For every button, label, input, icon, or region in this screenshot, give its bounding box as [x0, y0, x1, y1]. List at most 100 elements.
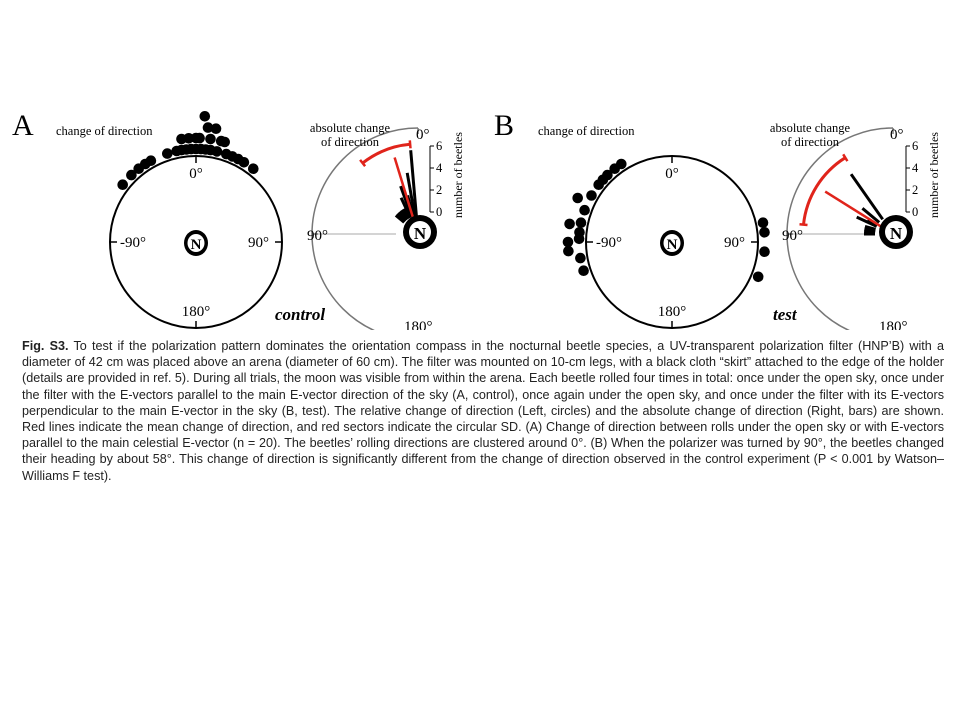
tick-label-180: 180°: [182, 304, 211, 320]
data-point: [575, 252, 586, 264]
y-axis-label: number of beetles: [927, 132, 941, 218]
tick-label-pos90: 90°: [724, 235, 745, 251]
circle-plot-title: change of direction: [538, 124, 635, 138]
bar: [409, 150, 418, 217]
panel-letter: A: [12, 109, 34, 142]
data-point: [190, 132, 202, 144]
y-axis-label: number of beetles: [451, 132, 465, 218]
data-point: [609, 163, 620, 174]
circular-plot-b: 0° 180° -90° 90° N: [562, 155, 770, 329]
data-point: [202, 122, 214, 133]
data-point: [573, 233, 585, 245]
data-point: [578, 265, 589, 277]
y-tick-label: 4: [912, 161, 919, 175]
caption-label: Fig. S3.: [22, 339, 69, 353]
beetle-letter: N: [667, 237, 678, 253]
half-tick-label-180: 180°: [879, 319, 908, 330]
half-circle-plot-b: 0° 90° 180° absolute change of direction…: [770, 121, 941, 330]
data-point: [117, 179, 128, 190]
data-point: [572, 192, 583, 204]
bar: [864, 227, 876, 233]
data-point: [757, 217, 769, 228]
bar: [399, 185, 414, 218]
data-point: [579, 204, 590, 216]
data-point: [126, 169, 137, 181]
bar: [396, 212, 407, 223]
data-point: [162, 148, 173, 159]
sd-sector-arc: [361, 142, 411, 165]
y-tick-label: 0: [436, 205, 442, 219]
condition-label: test: [773, 305, 798, 324]
data-points: [117, 111, 259, 190]
data-point: [564, 218, 575, 230]
y-tick-label: 6: [912, 139, 918, 153]
data-point: [145, 155, 157, 166]
data-point: [759, 246, 770, 257]
half-tick-label-90: 90°: [307, 228, 328, 244]
data-point: [210, 123, 222, 134]
half-tick-label-90: 90°: [782, 228, 803, 244]
figure: A change of direction 0° 180° -90° 90° N…: [12, 109, 941, 330]
y-tick-label: 2: [912, 183, 918, 197]
half-circle-plot-a: 0° 90° 180° absolute change of direction…: [307, 121, 465, 330]
data-point: [563, 245, 574, 257]
data-point: [593, 179, 604, 190]
data-points: [562, 158, 770, 283]
caption-text: To test if the polarization pattern domi…: [22, 339, 945, 483]
bar: [863, 230, 876, 234]
half-plot-title-line2: of direction: [781, 135, 840, 149]
bar: [405, 172, 417, 217]
bar: [402, 208, 411, 220]
tick-label-0: 0°: [665, 166, 679, 182]
beetle-icon: N: [184, 230, 208, 256]
beetle-icon: N: [879, 215, 913, 249]
beetle-icon: N: [660, 230, 684, 256]
panel-a: A change of direction 0° 180° -90° 90° N…: [12, 109, 465, 330]
data-point: [205, 133, 216, 145]
sd-sector-end: [408, 140, 412, 149]
data-point: [176, 133, 187, 145]
tick-label-neg90: -90°: [596, 235, 622, 251]
half-plot-title-line2: of direction: [321, 135, 380, 149]
tick-label-pos90: 90°: [248, 235, 269, 251]
y-tick-label: 4: [436, 161, 443, 175]
panel-b: B change of direction 0° 180° -90° 90° N…: [494, 109, 941, 330]
y-tick-label: 0: [912, 205, 918, 219]
bar: [398, 210, 408, 222]
tick-label-0: 0°: [189, 166, 203, 182]
figure-caption: Fig. S3. To test if the polarization pat…: [22, 338, 944, 484]
beetle-letter: N: [890, 224, 903, 243]
bar: [856, 215, 878, 228]
bar: [861, 207, 881, 224]
circle-plot-title: change of direction: [56, 124, 153, 138]
data-point: [248, 163, 259, 174]
bar: [400, 209, 409, 221]
sd-sector-end: [359, 159, 367, 167]
sd-sector-end: [799, 222, 808, 227]
circular-plot-a: 0° 180° -90° 90° N: [109, 111, 283, 329]
tick-label-180: 180°: [658, 304, 687, 320]
half-plot-title-line1: absolute change: [770, 121, 851, 135]
y-tick-label: 6: [436, 139, 442, 153]
data-point: [238, 157, 250, 168]
y-axis: 0 2 4 6 number of beetles: [429, 132, 465, 219]
beetle-letter: N: [191, 237, 202, 253]
bar: [399, 197, 412, 219]
half-plot-title-line1: absolute change: [310, 121, 391, 135]
bar: [849, 173, 884, 221]
bar: [394, 214, 406, 224]
y-tick-label: 2: [436, 183, 442, 197]
data-point: [211, 146, 223, 157]
sd-sector-end: [842, 153, 849, 162]
bar: [864, 225, 876, 231]
data-point: [219, 136, 230, 148]
bars: [394, 150, 418, 224]
condition-label: control: [275, 305, 325, 324]
data-point: [562, 236, 574, 248]
data-point: [575, 217, 587, 228]
beetle-letter: N: [414, 224, 427, 243]
data-point: [586, 190, 597, 201]
half-tick-label-0: 0°: [416, 127, 430, 143]
tick-label-neg90: -90°: [120, 235, 146, 251]
half-tick-label-0: 0°: [890, 127, 904, 143]
